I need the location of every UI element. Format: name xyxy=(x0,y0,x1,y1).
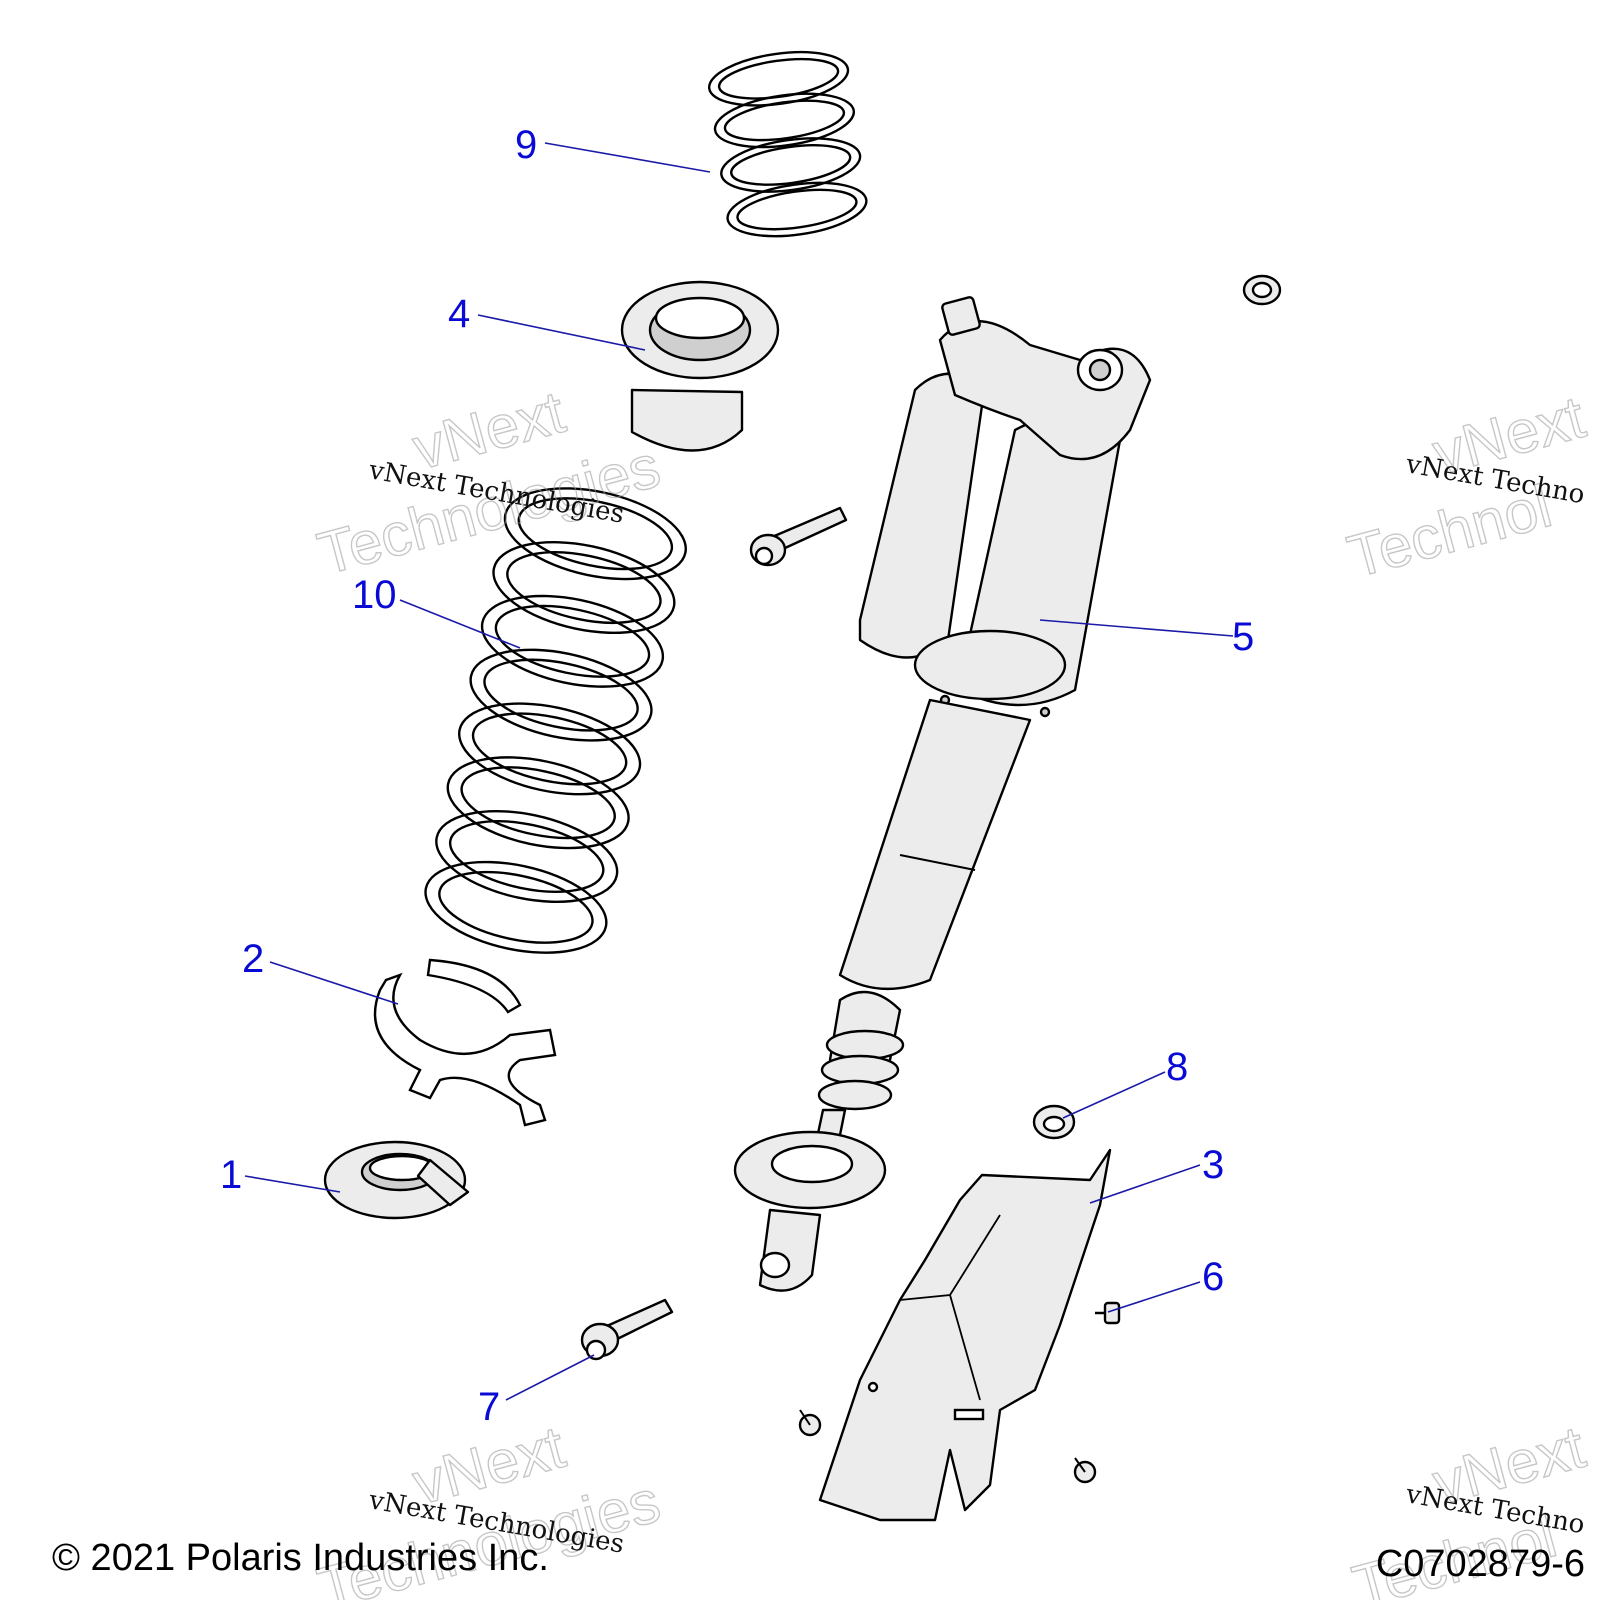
callout-6: 6 xyxy=(1202,1255,1224,1299)
callout-10: 10 xyxy=(352,573,397,617)
guard-fastener-left xyxy=(798,1409,822,1437)
leader-line-3 xyxy=(1089,1164,1201,1204)
callout-1: 1 xyxy=(220,1153,242,1197)
callout-9: 9 xyxy=(515,123,537,167)
leader-line-5 xyxy=(1039,619,1234,637)
watermark-lower-right: vNext Technol vNext Techno xyxy=(1345,1412,1592,1600)
spring-seat-part xyxy=(323,1140,470,1220)
leader-line-1 xyxy=(244,1175,341,1193)
spring-cup-part xyxy=(620,280,780,452)
callout-8: 8 xyxy=(1166,1045,1188,1089)
leader-line-4 xyxy=(477,314,646,351)
watermark-upper-left: vNext Technologies vNext Technologies xyxy=(310,377,667,588)
copyright-text: © 2021 Polaris Industries Inc. xyxy=(52,1537,549,1579)
leader-line-6 xyxy=(1107,1281,1201,1313)
upper-spring-part xyxy=(707,50,868,238)
main-spring-part xyxy=(424,487,687,954)
callout-7: 7 xyxy=(478,1385,500,1429)
bolt-part xyxy=(580,1298,674,1361)
leader-line-9 xyxy=(544,142,711,173)
callout-4: 4 xyxy=(448,292,470,336)
nut-part xyxy=(1032,1104,1076,1140)
guard-fastener-right xyxy=(1073,1457,1097,1484)
upper-bolt-part xyxy=(749,506,848,567)
leader-line-7 xyxy=(505,1354,595,1401)
small-nut-part xyxy=(1242,274,1282,306)
retainer-clip-part xyxy=(373,958,557,1127)
leader-line-2 xyxy=(269,961,399,1005)
callout-3: 3 xyxy=(1202,1143,1224,1187)
leader-line-10 xyxy=(399,599,521,649)
shock-absorber-part xyxy=(733,296,1152,1292)
callout-2: 2 xyxy=(242,937,264,981)
callout-5: 5 xyxy=(1232,615,1254,659)
watermark-upper-right: vNext Technol vNext Techno xyxy=(1340,382,1592,591)
screw-part xyxy=(1095,1301,1121,1325)
shock-guard-part xyxy=(818,1148,1112,1522)
drawing-code: C0702879-6 xyxy=(1376,1543,1585,1585)
leader-line-8 xyxy=(1062,1071,1166,1119)
